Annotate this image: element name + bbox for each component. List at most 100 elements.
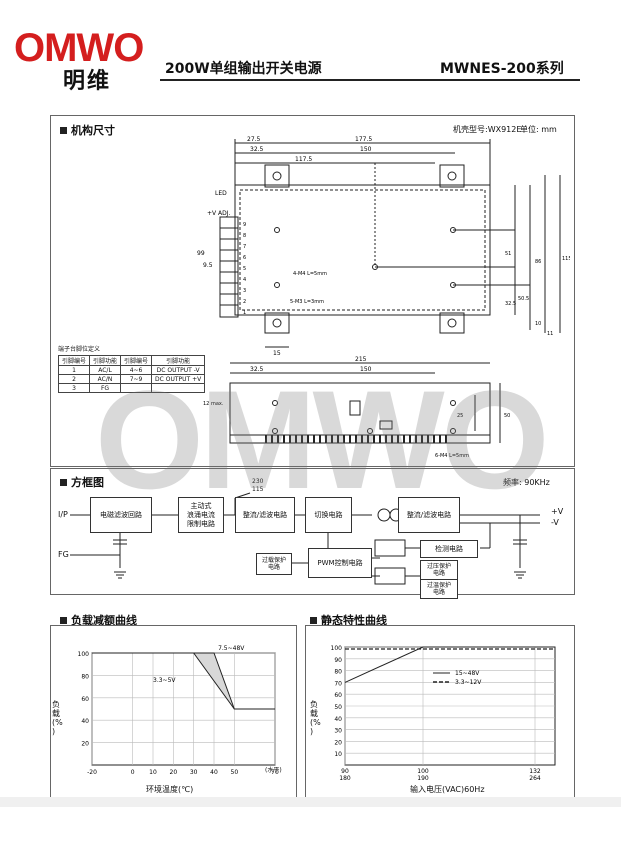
derating-ylabel: 负载(%)	[52, 700, 63, 736]
x-tick-label: 20	[170, 769, 178, 776]
pin-num: 6	[243, 255, 246, 261]
legend-label-b: 3.3~12V	[455, 679, 482, 686]
out-pos-label: +V	[551, 507, 564, 516]
dim-177-5: 177.5	[355, 136, 372, 143]
x-tick-label: 30	[190, 769, 198, 776]
derating-section-title: 负载减额曲线	[60, 612, 137, 628]
y-tick-label: 20	[334, 739, 342, 746]
series-label-low: 3.3~5V	[153, 677, 176, 684]
y-tick-label: 40	[81, 718, 89, 725]
switch-115: 115	[252, 486, 264, 493]
y-tick-label: 100	[331, 645, 343, 652]
dim-side-215: 215	[355, 356, 367, 363]
pin-num: 4	[243, 277, 246, 283]
y-tick-label: 60	[334, 692, 342, 699]
y-tick-label: 30	[334, 728, 342, 735]
x-tick-label: 180	[339, 775, 351, 782]
ip-label: I/P	[58, 510, 68, 519]
block-wires	[70, 492, 540, 585]
bullet-icon	[60, 478, 67, 486]
x-tick-label: 50	[231, 769, 239, 776]
brand-logo: OMWO	[14, 26, 144, 70]
x-tick-label: 10	[149, 769, 157, 776]
derating-xlabel: 环境温度(℃)	[146, 785, 194, 794]
x-tick-label: 100	[417, 768, 429, 775]
y-tick-label: 80	[81, 673, 89, 680]
pin-num: 7	[243, 244, 246, 250]
mech-drawing: 27.5 177.5 32.5 150 117.5 LED +V ADJ. 9 …	[197, 136, 570, 459]
y-tick-label: 40	[334, 716, 342, 723]
bullet-icon	[60, 616, 67, 624]
pin-num: 1	[243, 310, 246, 316]
series-label-high: 7.5~48V	[218, 645, 245, 652]
y-tick-label: 70	[334, 680, 342, 687]
y-tick-label: 80	[334, 669, 342, 676]
y-tick-label: 100	[78, 651, 90, 658]
y-tick-label: 60	[81, 696, 89, 703]
dim-right: 115	[562, 256, 570, 262]
pin-num: 3	[243, 288, 246, 294]
dim-right: 11	[547, 331, 553, 337]
pin-num: 2	[243, 299, 246, 305]
bullet-icon	[60, 126, 67, 134]
detect-block: 检测电路	[420, 540, 478, 558]
dim-side-32-5: 32.5	[250, 366, 264, 373]
bottom-bar	[0, 797, 621, 807]
mech-section-title: 机构尺寸	[60, 122, 115, 138]
hole-label-b: 5-M3 L=3mm	[290, 299, 324, 305]
side-hole-label: 6-M4 L=5mm	[435, 453, 469, 459]
pin-num: 9	[243, 222, 246, 228]
y-tick-label: 20	[81, 741, 89, 748]
header-rule	[160, 79, 580, 81]
x-tick-label: 0	[131, 769, 135, 776]
dim-150: 150	[360, 146, 372, 153]
block-section-title: 方框图	[60, 474, 104, 490]
series-line-high	[92, 652, 275, 710]
x-tick-label: 190	[417, 775, 429, 782]
dim-right: 10	[535, 321, 541, 327]
x-tick-label: 90	[341, 768, 349, 775]
pwm-block: PWM控制电路	[308, 548, 372, 578]
switch-230: 230	[252, 478, 264, 485]
dim-right: 86	[535, 259, 541, 265]
brand-cn: 明维	[63, 69, 112, 94]
series-title: MWNES-200系列	[440, 61, 564, 77]
series-line-low	[92, 652, 275, 710]
series-line-a	[344, 646, 555, 683]
pin-header: 引脚编号	[57, 355, 91, 366]
rect2-block: 整流/滤波电路	[398, 497, 460, 533]
static-chart: 1009080706050403020109018010019013226415…	[331, 645, 556, 782]
active-block: 主动式 浪涌电流 限制电路	[178, 497, 224, 533]
out-neg-label: -V	[551, 518, 559, 527]
static-section-title: 静态特性曲线	[310, 612, 387, 628]
y-tick-label: 90	[334, 657, 342, 664]
pin-num: 5	[243, 266, 246, 272]
led-label: LED	[215, 190, 227, 197]
dim-side-150: 150	[360, 366, 372, 373]
ocp-block: 过载保护 电路	[256, 553, 292, 575]
dim-side-50: 50	[504, 413, 510, 419]
unit-label: 单位: mm	[520, 125, 557, 134]
dim-left-99: 99	[197, 250, 205, 257]
doc-title: 200W单组输出开关电源	[165, 61, 322, 77]
static-ylabel: 负载(%)	[310, 700, 321, 736]
dim-27-5: 27.5	[247, 136, 261, 143]
dim-right: 51	[505, 251, 511, 257]
dim-right: 32.5	[505, 301, 516, 307]
y-tick-label: 50	[334, 704, 342, 711]
freq-label: 频率: 90KHz	[503, 478, 550, 487]
x-tick-label: 264	[529, 775, 541, 782]
x-tick-label: 70	[271, 769, 279, 776]
x-tick-label: -20	[87, 769, 97, 776]
dim-left-9-5: 9.5	[203, 262, 213, 269]
legend-label-a: 15~48V	[455, 670, 480, 677]
vadj-label: +V ADJ.	[207, 210, 231, 217]
block-panel	[50, 468, 575, 595]
ovp-block: 过压保护 电路	[420, 560, 458, 580]
mech-panel	[50, 115, 575, 467]
dim-right: 50.5	[518, 296, 529, 302]
case-info: 机壳型号:WX912E	[453, 125, 522, 134]
hole-label-a: 4-M4 L=5mm	[293, 271, 327, 277]
